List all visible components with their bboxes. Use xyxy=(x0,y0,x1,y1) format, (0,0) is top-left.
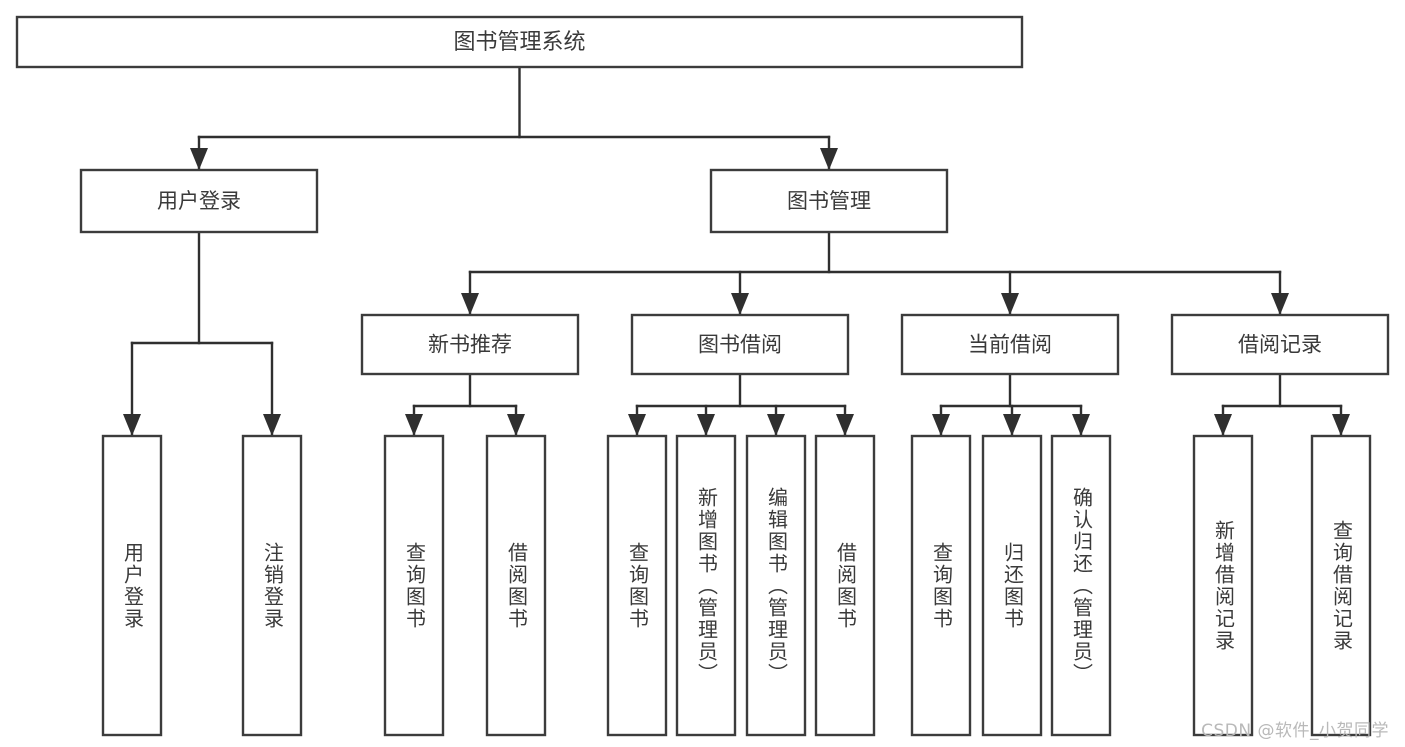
arrow-head-icon xyxy=(1003,414,1021,436)
arrow-head-icon xyxy=(836,414,854,436)
node-label-borrow-record: 借阅记录 xyxy=(1238,333,1322,357)
node-leaf-borrow-borrow-book[interactable] xyxy=(814,434,876,737)
node-leaf-rec-borrow-book[interactable] xyxy=(485,434,547,737)
node-leaf-borrow-query-book[interactable] xyxy=(606,434,668,737)
arrow-head-icon xyxy=(628,414,646,436)
arrow-head-icon xyxy=(1271,293,1289,315)
node-new-book-rec[interactable] xyxy=(360,313,580,376)
node-leaf-record-add[interactable] xyxy=(1192,434,1254,737)
node-book-manage[interactable] xyxy=(709,168,949,234)
node-leaf-current-query-book[interactable] xyxy=(910,434,972,737)
arrow-head-icon xyxy=(190,148,208,170)
arrow-head-icon xyxy=(405,414,423,436)
node-label-user-login: 用户登录 xyxy=(157,189,241,213)
arrow-head-icon xyxy=(1332,414,1350,436)
node-leaf-borrow-add-book[interactable] xyxy=(675,434,737,737)
arrow-head-icon xyxy=(767,414,785,436)
node-leaf-record-query[interactable] xyxy=(1310,434,1372,737)
arrow-head-icon xyxy=(1001,293,1019,315)
node-user-login[interactable] xyxy=(79,168,319,234)
node-label-root: 图书管理系统 xyxy=(453,30,585,55)
node-book-borrow[interactable] xyxy=(630,313,850,376)
node-current-borrow[interactable] xyxy=(900,313,1120,376)
arrow-head-icon xyxy=(123,414,141,436)
arrow-head-icon xyxy=(461,293,479,315)
node-label-book-manage: 图书管理 xyxy=(787,189,871,213)
node-label-current-borrow: 当前借阅 xyxy=(968,333,1052,357)
node-leaf-user-logout[interactable] xyxy=(241,434,303,737)
node-leaf-borrow-edit-book[interactable] xyxy=(745,434,807,737)
node-layer xyxy=(15,15,1390,737)
watermark: CSDN @软件_小贺同学 xyxy=(1201,721,1389,741)
node-leaf-rec-query-book[interactable] xyxy=(383,434,445,737)
arrow-head-icon xyxy=(1214,414,1232,436)
arrow-head-icon xyxy=(1072,414,1090,436)
arrow-head-icon xyxy=(731,293,749,315)
arrow-head-icon xyxy=(507,414,525,436)
node-label-new-book-rec: 新书推荐 xyxy=(428,333,512,357)
arrow-head-icon xyxy=(932,414,950,436)
connector-layer xyxy=(123,65,1350,436)
node-leaf-current-return-book[interactable] xyxy=(981,434,1043,737)
node-label-book-borrow: 图书借阅 xyxy=(698,333,782,357)
arrow-head-icon xyxy=(263,414,281,436)
arrow-head-icon xyxy=(697,414,715,436)
node-root[interactable] xyxy=(15,15,1024,69)
node-leaf-current-confirm-return[interactable] xyxy=(1050,434,1112,737)
arrow-head-icon xyxy=(820,148,838,170)
node-leaf-user-login[interactable] xyxy=(101,434,163,737)
node-borrow-record[interactable] xyxy=(1170,313,1390,376)
